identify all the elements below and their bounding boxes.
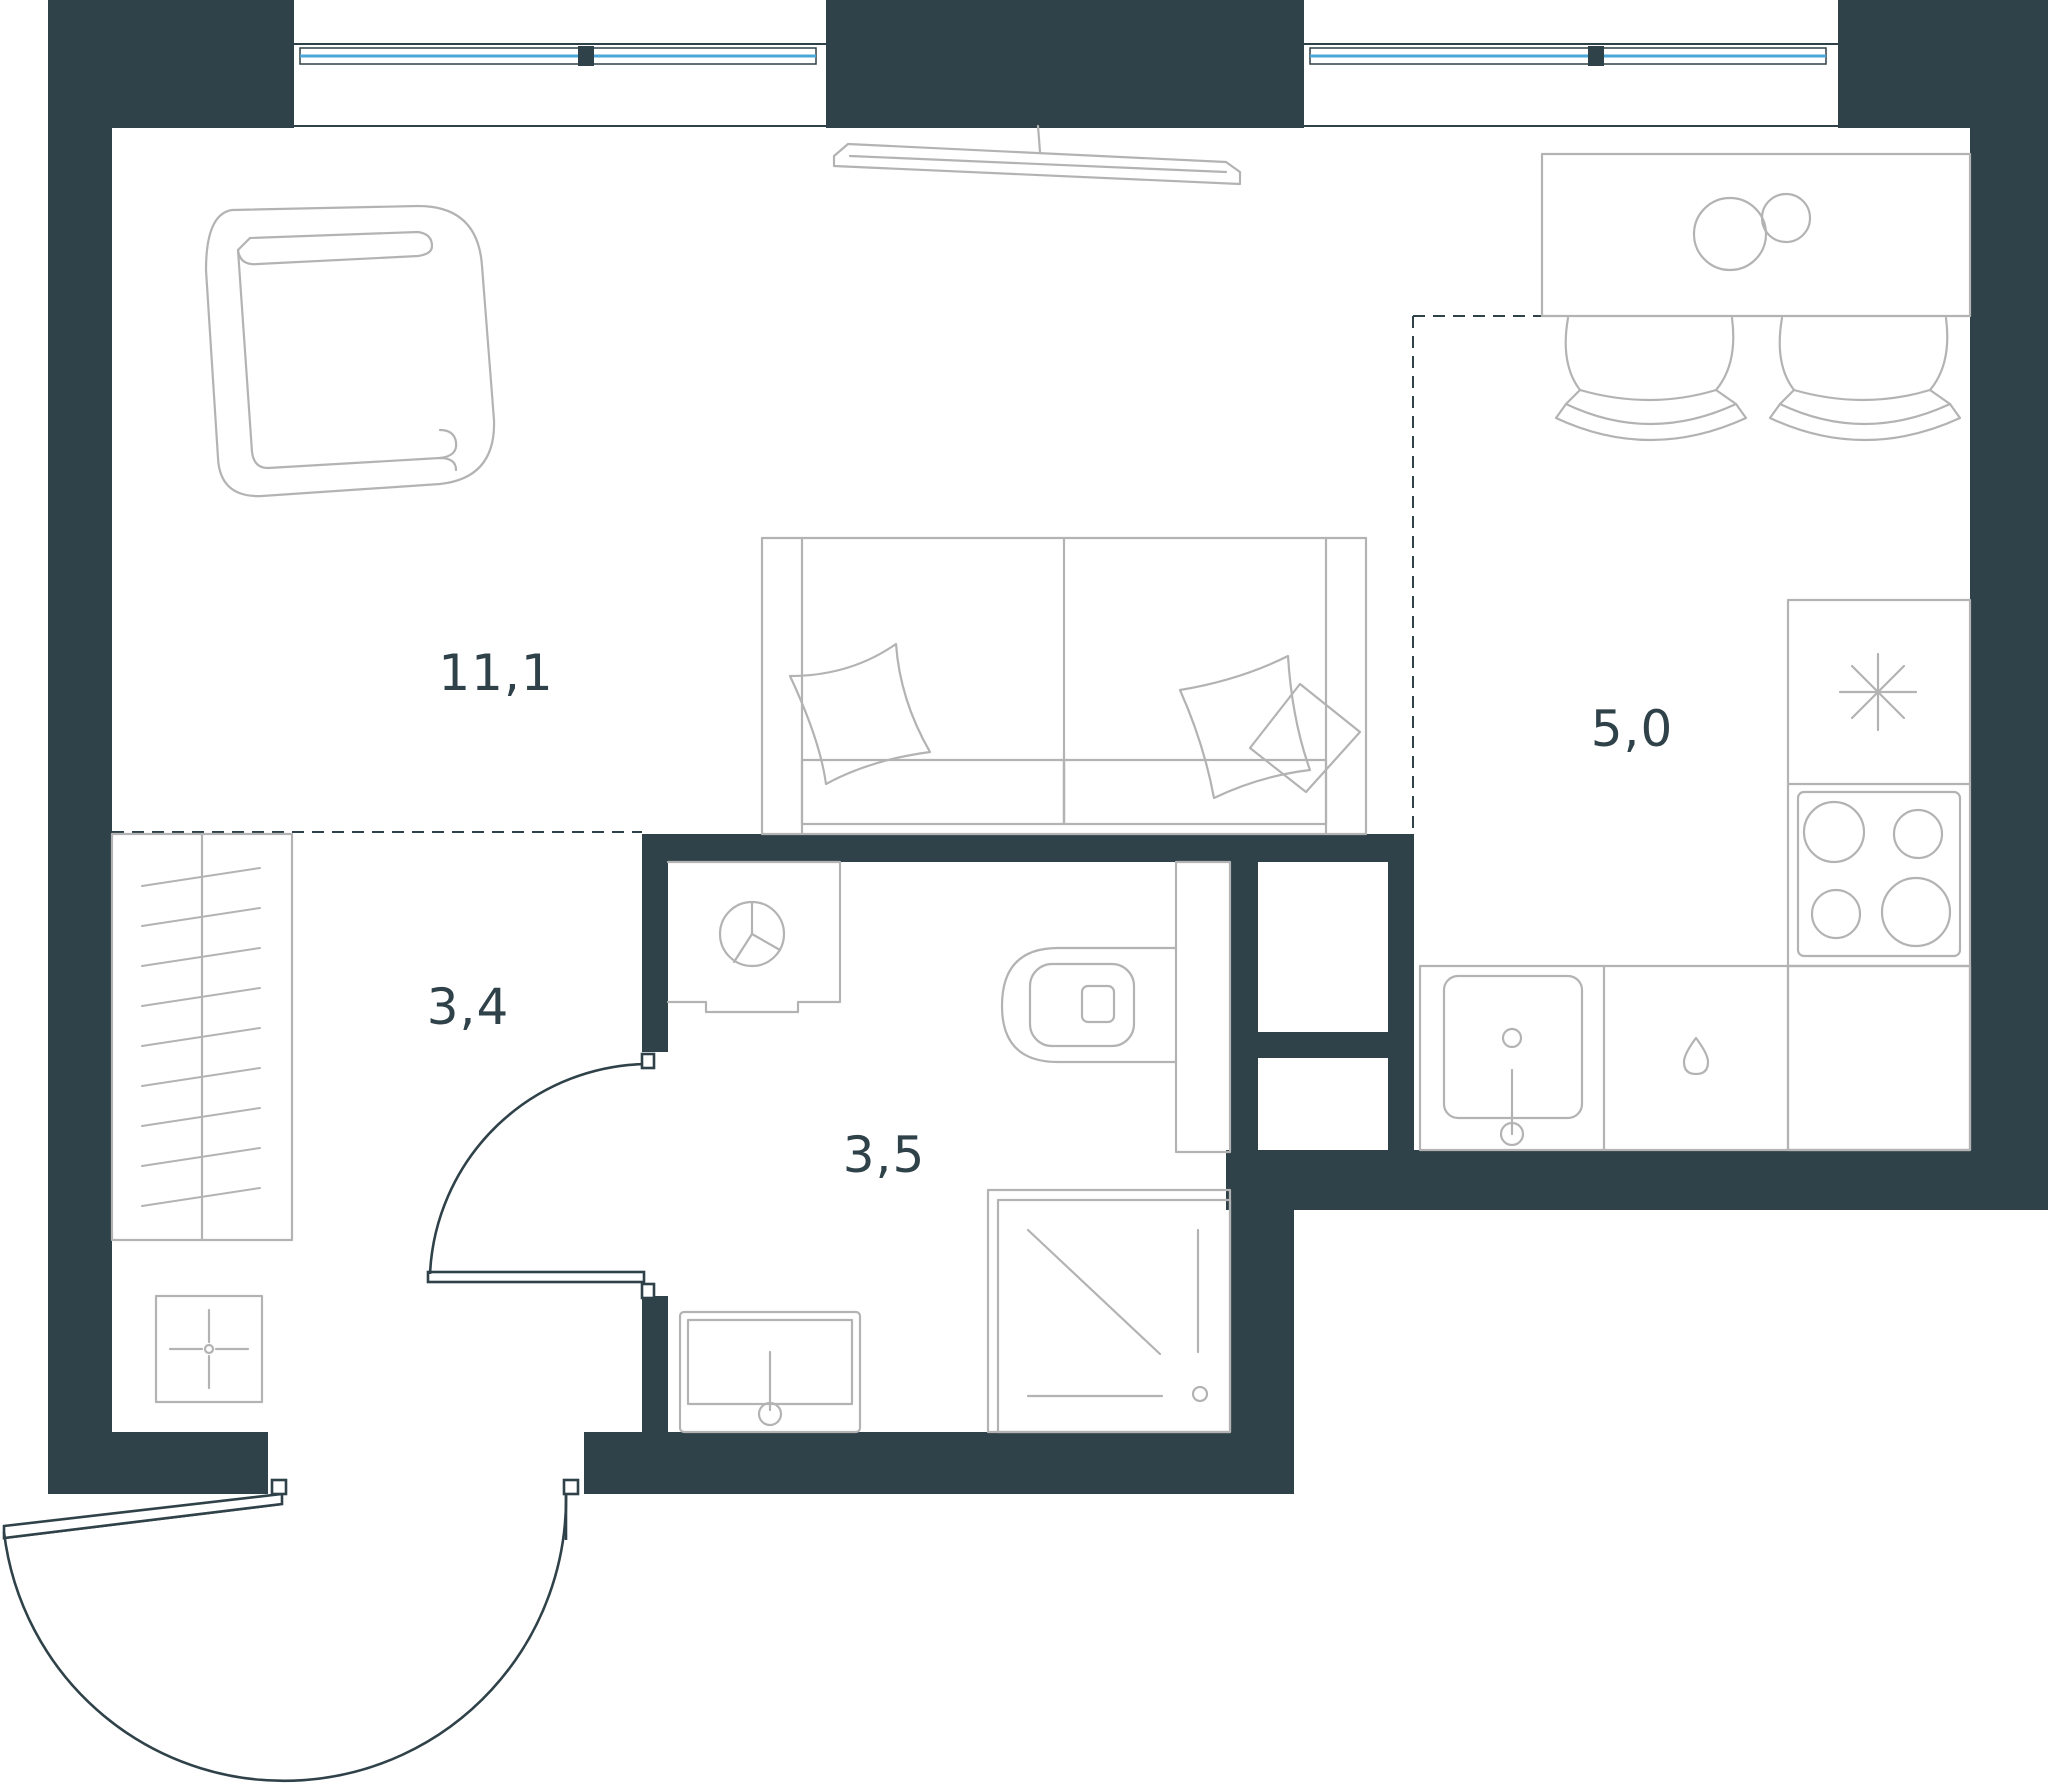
toilet-icon: [1000, 860, 1232, 1154]
cooktop-icon: [1796, 790, 1962, 958]
sofa-icon: [760, 536, 1368, 836]
electrical-panel-icon: [154, 1294, 264, 1404]
hallway-area-label: 3,4: [427, 978, 510, 1036]
armchair-icon: [204, 204, 496, 498]
window-right: [1287, 43, 1851, 127]
bathroom-area-label: 3,5: [843, 1126, 926, 1184]
tv-icon: [832, 124, 1242, 186]
bathroom-door: [426, 1052, 656, 1300]
kitchen-counter: [1418, 598, 1972, 1152]
kitchen-area-label: 5,0: [1591, 700, 1674, 758]
kitchen-sink-icon: [1442, 974, 1584, 1147]
bar-stool-right-icon: [1768, 316, 1962, 442]
washing-machine-icon: [666, 860, 842, 1014]
dishwasher-icon: [1682, 1036, 1710, 1076]
dining-table-icon: [1540, 152, 1972, 318]
entrance-door: [2, 1478, 580, 1783]
walls: [48, 0, 2048, 1494]
living-room-area-label: 11,1: [438, 644, 553, 702]
window-left: [277, 43, 841, 127]
bathroom-sink-icon: [678, 1310, 862, 1434]
fridge-icon: [1838, 652, 1918, 732]
bar-stool-left-icon: [1554, 316, 1748, 442]
wardrobe-icon: [110, 832, 294, 1242]
shower-icon: [986, 1188, 1232, 1434]
